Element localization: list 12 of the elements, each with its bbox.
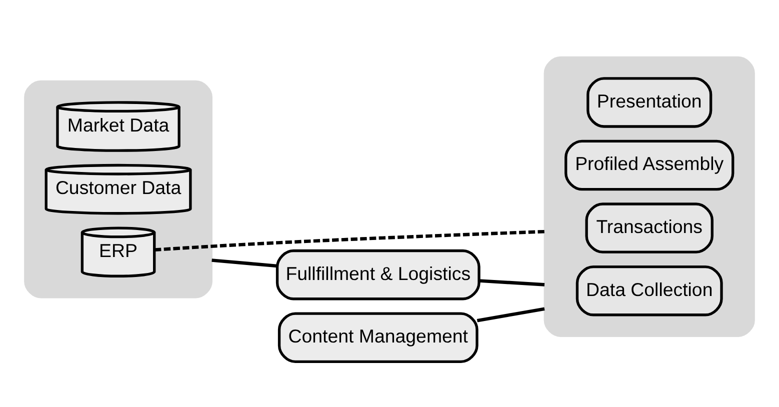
node-box: Fullfillment & Logistics bbox=[276, 248, 480, 300]
node-box: Content Management bbox=[278, 312, 478, 362]
cluster bbox=[24, 80, 212, 298]
node-box: Presentation bbox=[586, 76, 712, 128]
cluster bbox=[544, 56, 755, 336]
node-box: Transactions bbox=[585, 202, 714, 253]
connector bbox=[212, 258, 278, 268]
connector bbox=[154, 229, 545, 251]
connector bbox=[476, 306, 545, 322]
connector bbox=[479, 278, 545, 286]
node-box: Profiled Assembly bbox=[564, 139, 734, 190]
node-box: Data Collection bbox=[576, 264, 723, 316]
